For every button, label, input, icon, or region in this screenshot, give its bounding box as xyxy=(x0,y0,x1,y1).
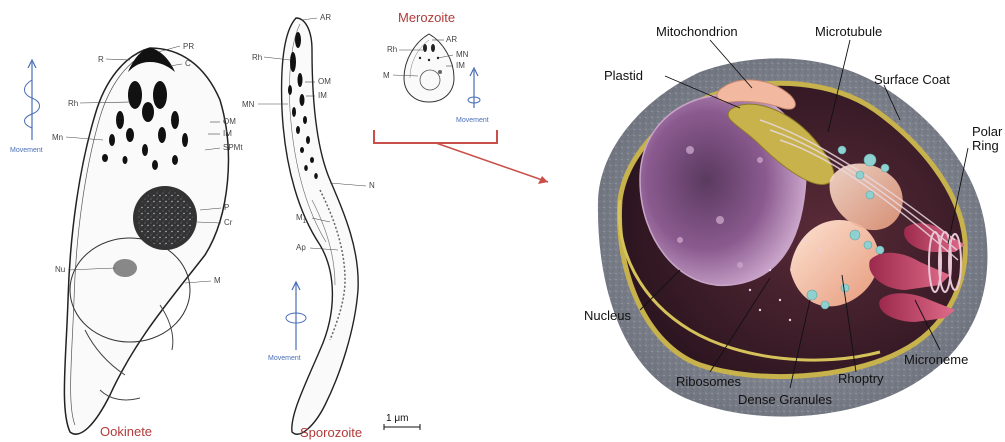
ookinete-label-c: C xyxy=(185,59,191,68)
zoom-bracket-arrow xyxy=(374,130,548,184)
merozoite-diagram: Merozoite AR Rh MN IM M xyxy=(383,10,469,102)
ookinete-label-nu: Nu xyxy=(55,265,65,274)
sporozoite-title: Sporozoite xyxy=(300,425,362,440)
label-dense-granules: Dense Granules xyxy=(738,392,832,407)
sporozoite-label-im: IM xyxy=(318,91,327,100)
movement-label-sporozoite: Movement xyxy=(268,355,301,362)
ookinete-crystalloid-texture xyxy=(137,190,193,246)
ookinete-title: Ookinete xyxy=(100,424,152,439)
label-polar-ring-line1: Polar xyxy=(972,124,1003,139)
ookinete-nucleolus xyxy=(113,259,137,277)
label-microneme: Microneme xyxy=(904,352,968,367)
merozoite-movement-icon: Movement xyxy=(456,68,489,124)
label-microtubule: Microtubule xyxy=(815,24,882,39)
ookinete-label-m: M xyxy=(214,276,221,285)
merozoite-membrane xyxy=(404,34,454,102)
merozoite-label-ar: AR xyxy=(446,35,457,44)
label-surface-coat: Surface Coat xyxy=(874,72,950,87)
sporozoite-label-ap: Ap xyxy=(296,243,306,252)
merozoite-label-mn: MN xyxy=(456,50,469,59)
ookinete-diagram: PR R C Rh Mn OM IM SPMt P Cr Nu M Ookine… xyxy=(52,42,243,439)
ookinete-label-mn: Mn xyxy=(52,133,63,142)
ookinete-label-r: R xyxy=(98,55,104,64)
sporozoite-label-ar: AR xyxy=(320,13,331,22)
label-nucleus: Nucleus xyxy=(584,308,631,323)
ookinete-label-cr: Cr xyxy=(224,218,233,227)
ookinete-label-spmt: SPMt xyxy=(223,143,243,152)
ookinete-label-p: P xyxy=(224,203,229,212)
movement-label-merozoite: Movement xyxy=(456,117,489,124)
label-ribosomes: Ribosomes xyxy=(676,374,742,389)
sporozoite-label-om: OM xyxy=(318,77,331,86)
scale-bar-label: 1 μm xyxy=(386,413,408,424)
label-mitochondrion: Mitochondrion xyxy=(656,24,738,39)
ookinete-label-om: OM xyxy=(223,117,236,126)
sporozoite-label-rh: Rh xyxy=(252,53,262,62)
sporozoite-label-n: N xyxy=(369,181,375,190)
label-polar-ring-line2: Ring xyxy=(972,138,999,153)
ookinete-label-im: IM xyxy=(223,129,232,138)
label-plastid: Plastid xyxy=(604,68,643,83)
ookinete-movement-icon: Movement xyxy=(10,60,43,154)
merozoite-title: Merozoite xyxy=(398,10,455,25)
sporozoite-diagram: AR Rh OM IM MN N M1 Ap Sporozoite xyxy=(242,13,375,440)
label-rhoptry: Rhoptry xyxy=(838,371,884,386)
scale-bar: 1 μm xyxy=(384,413,420,430)
ookinete-label-rh: Rh xyxy=(68,99,78,108)
merozoite-label-im: IM xyxy=(456,61,465,70)
ookinete-label-pr: PR xyxy=(183,42,194,51)
sporozoite-movement-icon: Movement xyxy=(268,282,306,362)
merozoite-label-rh: Rh xyxy=(387,45,397,54)
movement-label-left: Movement xyxy=(10,147,43,154)
sporozoite-label-mn: MN xyxy=(242,100,255,109)
merozoite-label-m: M xyxy=(383,71,390,80)
apicomplexan-cell-illustration: Mitochondrion Microtubule Plastid Surfac… xyxy=(584,24,1003,417)
